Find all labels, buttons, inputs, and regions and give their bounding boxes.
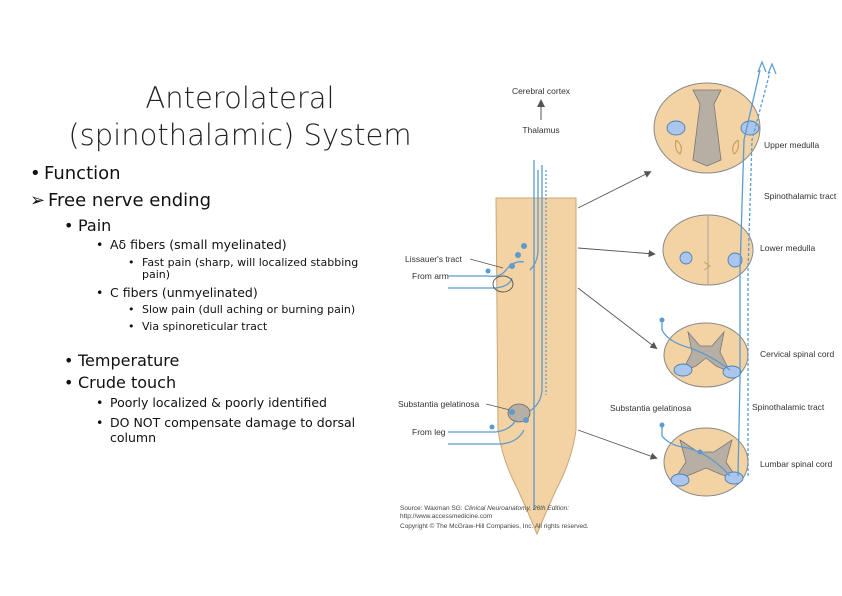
bullet-marker: •	[96, 415, 104, 430]
bullet-text: Crude touch	[78, 373, 177, 392]
leader-lissauer	[469, 258, 504, 269]
ascending-fiber-1	[529, 170, 539, 271]
source-line-2: http://www.accessmedicine.com	[400, 513, 492, 520]
right-ascending-arrow-2	[767, 62, 777, 75]
label-from-leg: From leg	[412, 427, 446, 437]
neuron-arm-1	[485, 268, 491, 274]
neuron-arm-4	[521, 243, 527, 249]
bullet-a-delta: • Aδ fibers (small myelinated)	[96, 237, 287, 252]
bullet-text: Pain	[78, 216, 112, 235]
label-substantia-gelatinosa-left: Substantia gelatinosa	[398, 399, 480, 409]
label-lower-medulla: Lower medulla	[760, 243, 816, 253]
bullet-text: Fast pain (sharp, will localized stabbin…	[142, 256, 359, 269]
label-spinothalamic-tract-1: Spinothalamic tract	[764, 191, 837, 201]
bullet-text-cont: pain)	[142, 268, 171, 281]
bullet-text: Aδ fibers (small myelinated)	[110, 237, 287, 252]
bullet-pain: •Pain	[64, 216, 111, 235]
right-ascending-fiber-1	[737, 69, 761, 477]
label-cerebral-cortex: Cerebral cortex	[512, 86, 571, 96]
neuron-leg-1	[489, 424, 495, 430]
bullet-free-nerve-ending: ➢Free nerve ending	[30, 190, 211, 211]
label-lumbar-spinal-cord: Lumbar spinal cord	[760, 459, 833, 469]
bullet-marker: •	[30, 163, 41, 184]
upper-medulla-section	[653, 82, 761, 174]
bullet-text: Via spinoreticular tract	[142, 320, 268, 333]
bullet-text: Slow pain (dull aching or burning pain)	[142, 303, 356, 316]
cervical-cord-section	[659, 317, 749, 388]
right-ascending-arrow	[757, 60, 767, 73]
bullet-marker: •	[96, 395, 104, 410]
bullet-do-not-compensate: • DO NOT compensate damage to dorsal colu…	[96, 415, 355, 445]
bullet-marker: •	[128, 303, 135, 316]
label-substantia-gelatinosa-right: Substantia gelatinosa	[610, 403, 692, 413]
label-upper-medulla: Upper medulla	[764, 140, 820, 150]
arrow-to-cervical	[577, 287, 658, 350]
bullet-text: DO NOT compensate damage to dorsal	[110, 415, 356, 430]
fiber-from-leg-2	[448, 429, 525, 445]
leader-substantia-left	[485, 403, 511, 411]
bullet-text: Temperature	[78, 351, 180, 370]
upper-medulla-tract-left	[666, 120, 686, 136]
cervical-tract-right	[722, 365, 742, 379]
neuron-arm-2	[509, 263, 515, 269]
arrow-bullet-icon: ➢	[30, 190, 46, 211]
neuron-arm-3	[515, 252, 521, 258]
spinal-cord-longitudinal	[495, 197, 577, 536]
bullet-fast-pain: • Fast pain (sharp, will localized stabbi…	[128, 257, 358, 281]
lumbar-tract-left	[670, 473, 690, 487]
label-cervical-spinal-cord: Cervical spinal cord	[760, 349, 834, 359]
ascending-fiber-2	[527, 165, 543, 413]
lower-medulla-tract-right	[727, 252, 743, 268]
bullet-temperature: •Temperature	[64, 351, 179, 370]
bullet-marker: •	[96, 285, 104, 300]
bullet-text: Function	[44, 163, 121, 184]
right-ascending-fiber-2	[747, 71, 771, 476]
lumbar-cord-section	[659, 422, 749, 497]
bullet-poorly-localized: • Poorly localized & poorly identified	[96, 395, 327, 410]
label-from-arm: From arm	[412, 271, 449, 281]
label-spinothalamic-tract-2: Spinothalamic tract	[752, 402, 825, 412]
lower-medulla-section	[662, 214, 754, 286]
bullet-crude-touch: •Crude touch	[64, 373, 176, 392]
bullet-text-cont: column	[110, 430, 157, 445]
bullet-text: Free nerve ending	[48, 190, 211, 211]
arrow-to-upper-medulla	[577, 171, 652, 209]
title-line-1: Anterolateral	[145, 81, 335, 115]
bullet-marker: •	[96, 237, 104, 252]
label-lissauers-tract: Lissauer's tract	[405, 254, 463, 264]
bullet-marker: •	[64, 373, 74, 392]
slide-title: Anterolateral (spinothalamic) System	[60, 80, 420, 154]
bullet-c-fibers: • C fibers (unmyelinated)	[96, 285, 258, 300]
bullet-marker: •	[64, 351, 74, 370]
cervical-tract-left	[673, 363, 693, 377]
bullet-marker: •	[128, 256, 135, 269]
arrow-to-lumbar	[577, 429, 658, 460]
bullet-slow-pain: • Slow pain (dull aching or burning pain)	[128, 304, 355, 316]
upper-medulla-tract-right	[740, 120, 760, 136]
bullet-function: •Function	[30, 163, 121, 184]
arrow-to-lower-medulla	[577, 247, 656, 258]
bullet-marker: •	[128, 320, 135, 333]
lower-medulla-tract-left	[679, 251, 693, 265]
title-line-2: (spinothalamic) System	[68, 118, 412, 152]
neuron-leg-2	[509, 409, 515, 415]
bullet-text: C fibers (unmyelinated)	[110, 285, 258, 300]
neuron-leg-3	[523, 417, 529, 423]
bullet-text: Poorly localized & poorly identified	[110, 395, 327, 410]
bullet-marker: •	[64, 216, 74, 235]
fiber-from-leg-1	[448, 419, 517, 433]
bullet-spinoreticular: • Via spinoreticular tract	[128, 321, 267, 333]
fiber-from-arm-1	[448, 261, 525, 278]
source-line-1: Source: Waxman SG: Clinical Neuroanatomy…	[400, 505, 569, 512]
dorsal-root-arm	[492, 275, 514, 293]
source-line-3: Copyright © The McGraw-Hill Companies, I…	[400, 522, 589, 530]
label-thalamus: Thalamus	[522, 125, 559, 135]
